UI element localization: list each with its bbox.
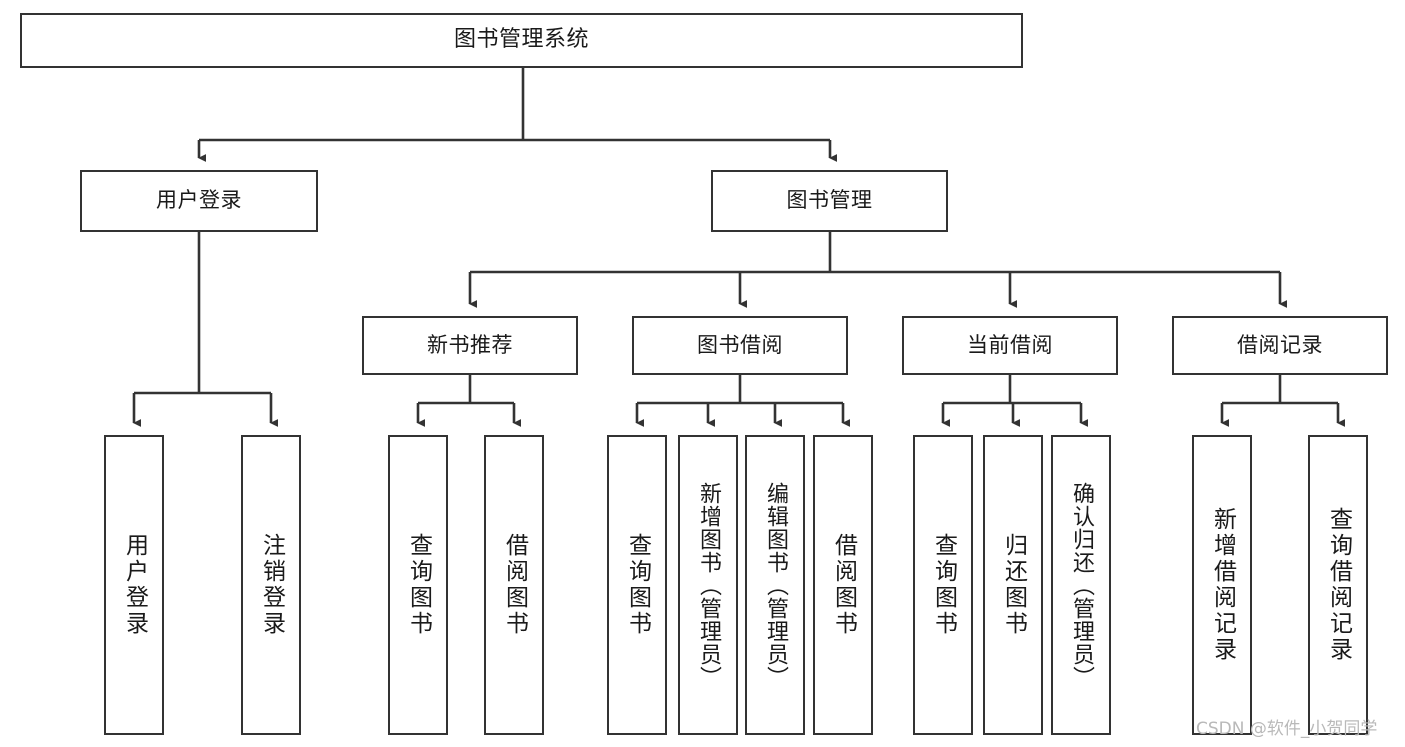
- node-leaf-borrow-query-book[interactable]: 查询图书: [607, 435, 667, 735]
- node-leaf-user-logout[interactable]: 注销登录: [241, 435, 301, 735]
- node-label: 归还图书: [1000, 533, 1027, 637]
- node-label: 用户登录: [156, 188, 242, 213]
- node-root-system[interactable]: 图书管理系统: [20, 13, 1023, 68]
- node-book-borrow[interactable]: 图书借阅: [632, 316, 848, 375]
- node-leaf-borrow-borrow-book[interactable]: 借阅图书: [813, 435, 873, 735]
- node-leaf-recommend-query-book[interactable]: 查询图书: [388, 435, 448, 735]
- node-label: 图书借阅: [697, 332, 783, 357]
- node-label: 借阅图书: [501, 533, 528, 637]
- node-label: 确认归还（管理员）: [1069, 481, 1094, 689]
- node-label: 新增图书（管理员）: [696, 481, 721, 689]
- node-label: 查询图书: [930, 533, 957, 637]
- node-new-book-recommend[interactable]: 新书推荐: [362, 316, 578, 375]
- node-label: 新书推荐: [427, 332, 513, 357]
- node-leaf-borrow-edit-book[interactable]: 编辑图书（管理员）: [745, 435, 805, 735]
- node-leaf-user-login[interactable]: 用户登录: [104, 435, 164, 735]
- node-label: 图书管理系统: [453, 27, 589, 53]
- node-leaf-record-query[interactable]: 查询借阅记录: [1308, 435, 1368, 735]
- node-label: 注销登录: [258, 533, 285, 637]
- node-label: 查询图书: [405, 533, 432, 637]
- node-leaf-recommend-borrow-book[interactable]: 借阅图书: [484, 435, 544, 735]
- node-label: 新增借阅记录: [1209, 507, 1236, 663]
- node-current-borrow[interactable]: 当前借阅: [902, 316, 1118, 375]
- node-label: 图书管理: [786, 188, 873, 213]
- node-borrow-record[interactable]: 借阅记录: [1172, 316, 1388, 375]
- node-leaf-record-add[interactable]: 新增借阅记录: [1192, 435, 1252, 735]
- node-label: 借阅图书: [830, 533, 857, 637]
- node-leaf-current-confirm-return[interactable]: 确认归还（管理员）: [1051, 435, 1111, 735]
- node-leaf-borrow-add-book[interactable]: 新增图书（管理员）: [678, 435, 738, 735]
- node-leaf-current-return-book[interactable]: 归还图书: [983, 435, 1043, 735]
- csdn-watermark: CSDN @软件_小贺同学: [1196, 719, 1378, 739]
- node-leaf-current-query-book[interactable]: 查询图书: [913, 435, 973, 735]
- node-label: 查询借阅记录: [1325, 507, 1352, 663]
- node-book-manage[interactable]: 图书管理: [711, 170, 948, 232]
- node-label: 当前借阅: [967, 332, 1053, 357]
- node-user-login[interactable]: 用户登录: [80, 170, 318, 232]
- node-label: 编辑图书（管理员）: [763, 481, 788, 689]
- node-label: 借阅记录: [1237, 332, 1323, 357]
- node-label: 查询图书: [624, 533, 651, 637]
- node-label: 用户登录: [121, 533, 148, 637]
